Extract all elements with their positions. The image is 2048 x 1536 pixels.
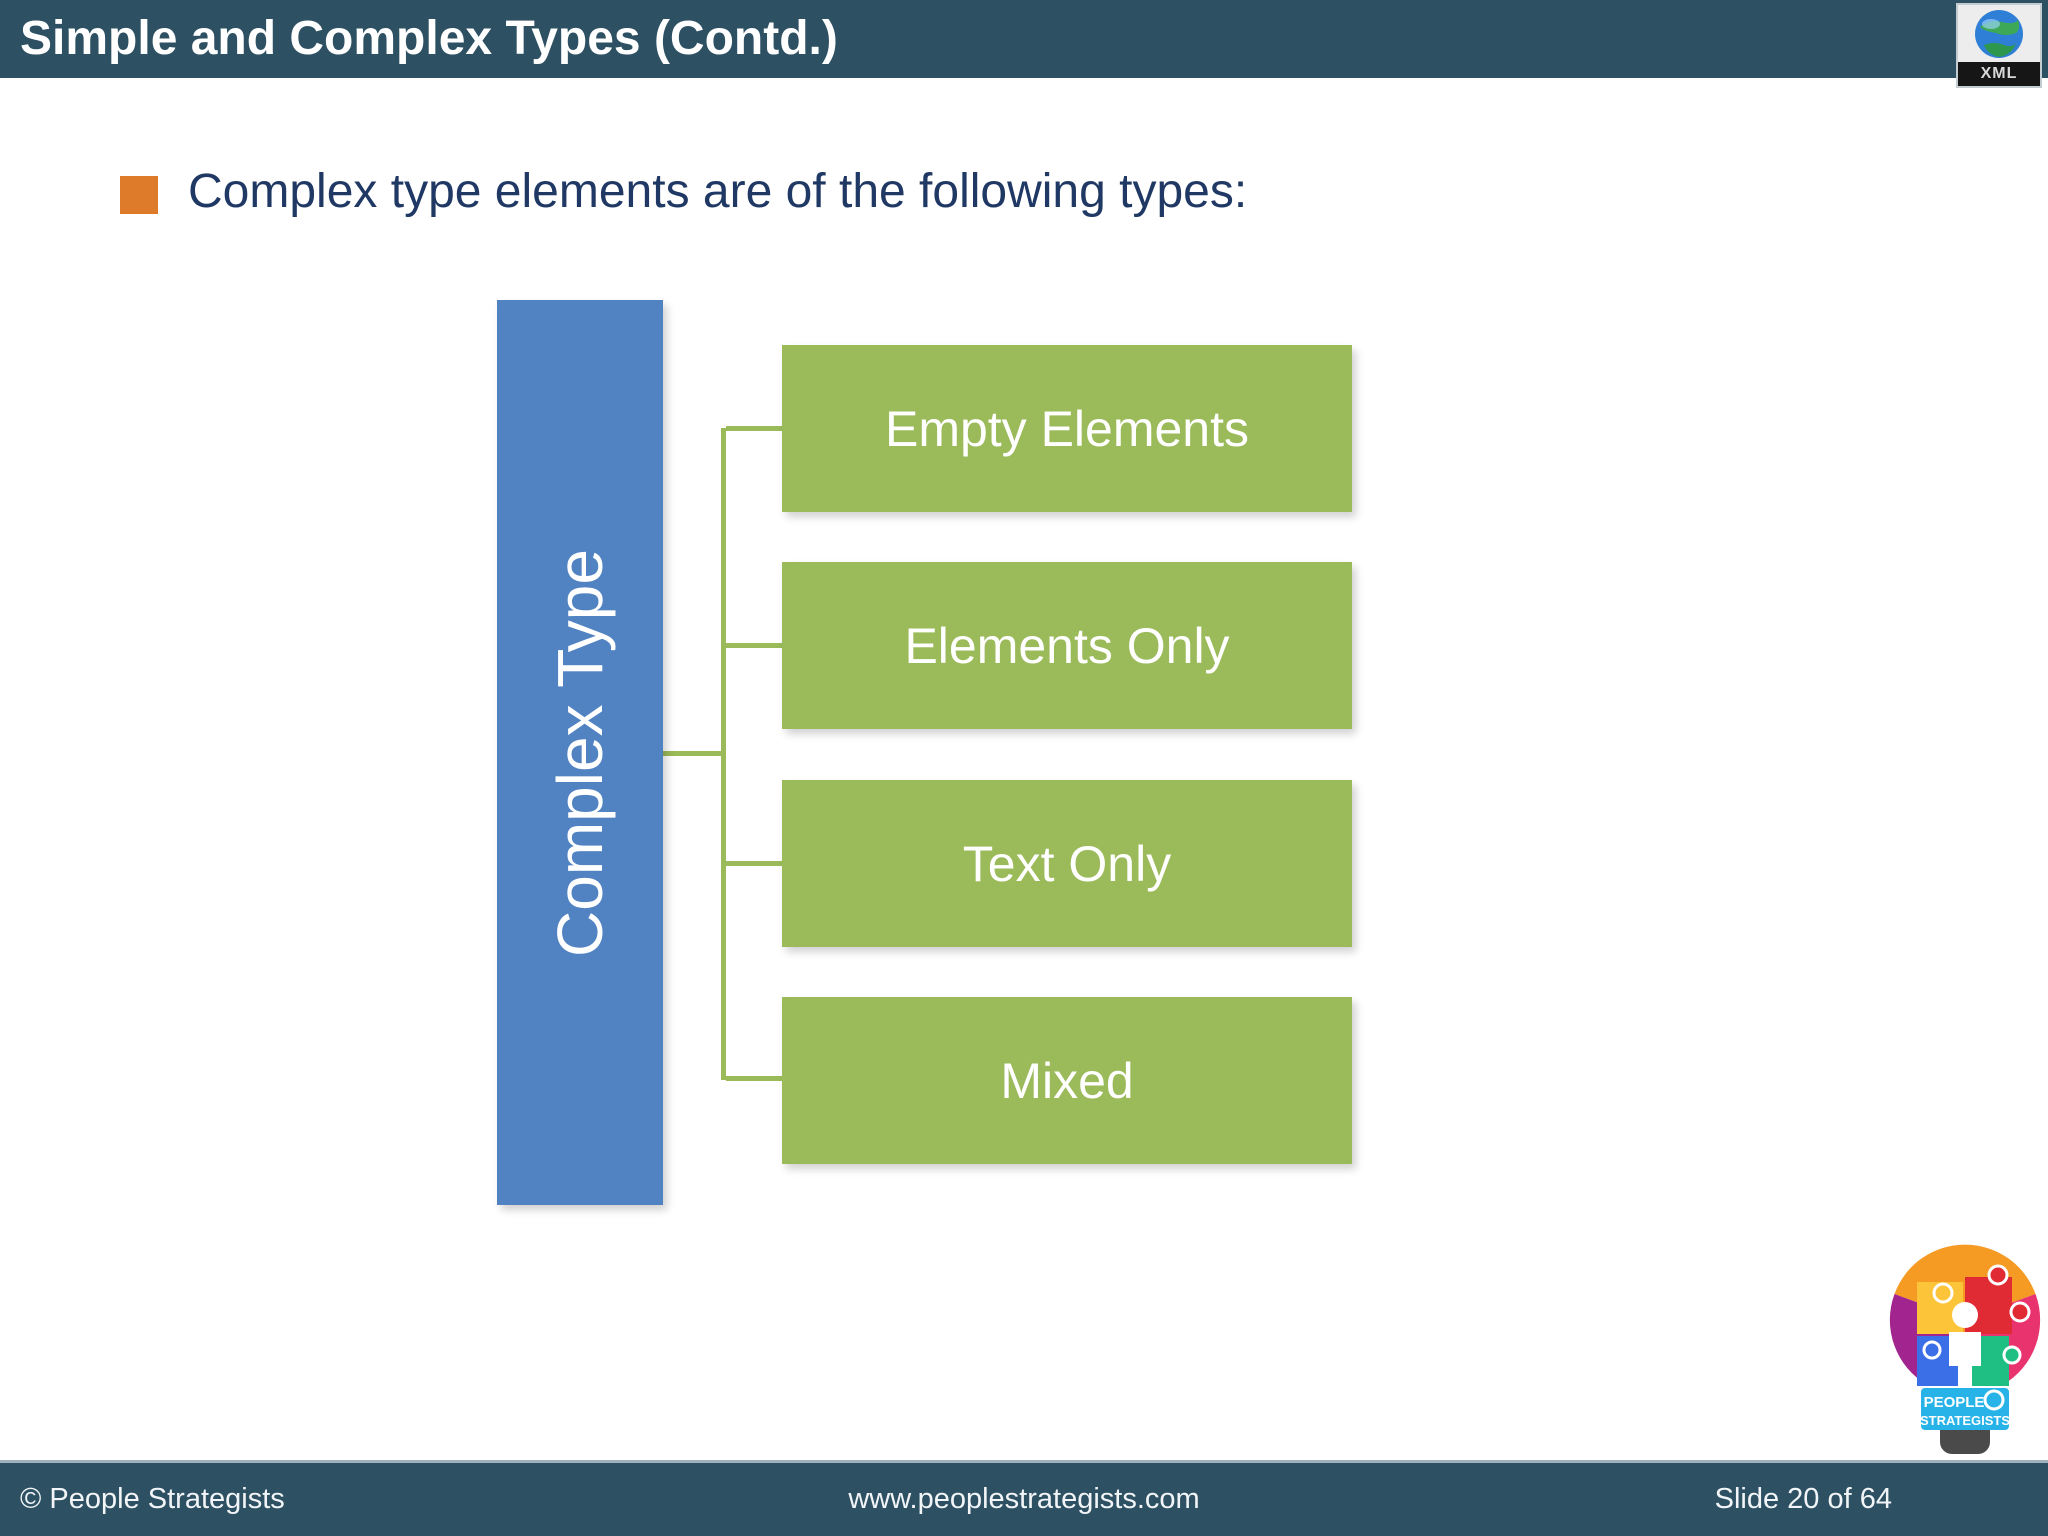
connector-stub-mixed <box>726 1076 782 1081</box>
diagram-child-text-only: Text Only <box>782 780 1352 947</box>
footer-copyright: © People Strategists <box>20 1483 285 1515</box>
diagram-root-label: Complex Type <box>544 548 616 957</box>
connector-stub-empty-elements <box>726 426 782 431</box>
xml-file-badge: XML <box>1956 3 2042 88</box>
slide-title: Simple and Complex Types (Contd.) <box>20 12 838 65</box>
xml-badge-label: XML <box>1958 62 2040 86</box>
connector-stub-text-only <box>726 861 782 866</box>
people-strategists-logo: PEOPLE STRATEGISTS <box>1889 1244 2041 1454</box>
diagram-child-elements-only: Elements Only <box>782 562 1352 729</box>
footer-slide-number: Slide 20 of 64 <box>1714 1483 1892 1515</box>
bullet-row: Complex type elements are of the followi… <box>120 162 1247 222</box>
bullet-square-icon <box>120 176 158 214</box>
footer-website: www.peoplestrategists.com <box>848 1483 1200 1515</box>
logo-text-line2: STRATEGISTS <box>1920 1413 2010 1428</box>
footer-bar: © People Strategists www.peoplestrategis… <box>0 1460 2048 1536</box>
connector-stub-elements-only <box>726 643 782 648</box>
globe-icon <box>1958 5 2040 62</box>
bullet-text: Complex type elements are of the followi… <box>188 165 1248 218</box>
header-bar: Simple and Complex Types (Contd.) <box>0 0 2048 78</box>
diagram-child-empty-elements: Empty Elements <box>782 345 1352 512</box>
diagram-root-box: Complex Type <box>497 300 663 1205</box>
logo-text-line1: PEOPLE <box>1924 1394 1985 1411</box>
connector-vertical-line <box>721 428 726 1080</box>
connector-root-stub <box>663 751 721 756</box>
diagram-child-mixed: Mixed <box>782 997 1352 1164</box>
